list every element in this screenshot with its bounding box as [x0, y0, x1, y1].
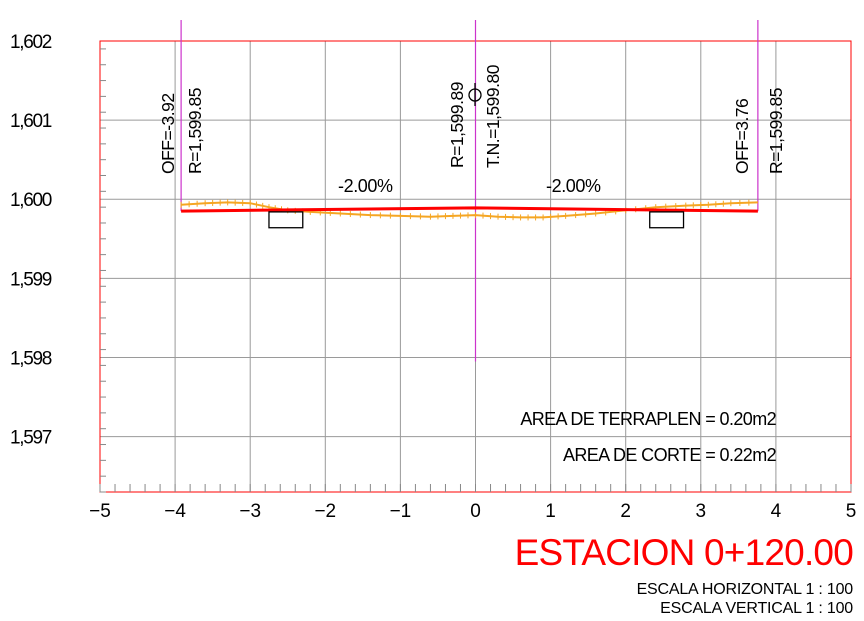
center-rasante-label: R=1,599.89 — [447, 82, 467, 168]
vertical-scale-label: ESCALA VERTICAL 1 : 100 — [660, 600, 853, 617]
y-tick-label-2: 1,599 — [10, 269, 52, 290]
slope-right-label: -2.00% — [546, 176, 601, 196]
ditches — [268, 211, 685, 229]
y-tick-label-3: 1,600 — [10, 190, 52, 211]
centerline-symbol — [468, 83, 482, 106]
x-tick-labels: −5 −4 −3 −2 −1 0 1 2 3 4 5 — [89, 501, 856, 522]
minor-ticks — [99, 48, 852, 493]
y-tick-label-5: 1,602 — [10, 32, 52, 53]
station-title: ESTACION 0+120.00 — [515, 532, 854, 573]
y-tick-label-0: 1,597 — [10, 428, 52, 449]
y-tick-label-1: 1,598 — [10, 348, 52, 369]
x-tick-label-1: −4 — [164, 501, 186, 522]
x-tick-label-3: −2 — [314, 501, 336, 522]
x-tick-label-9: 4 — [771, 501, 782, 522]
ditch-1 — [649, 211, 685, 229]
horizontal-scale-label: ESCALA HORIZONTAL 1 : 100 — [637, 581, 854, 598]
y-tick-labels: 1,597 1,598 1,599 1,600 1,601 1,602 — [10, 32, 53, 449]
offset-lines — [180, 20, 759, 362]
left-offset-label: OFF=-3.92 — [158, 93, 178, 174]
y-tick-label-4: 1,601 — [10, 111, 52, 132]
center-tn-label: T.N.=1,599.80 — [483, 64, 503, 168]
x-tick-label-5: 0 — [470, 501, 481, 522]
x-tick-label-10: 5 — [846, 501, 857, 522]
right-offset-label: OFF=3.76 — [732, 99, 752, 174]
right-rasante-label: R=1,599.85 — [766, 88, 786, 174]
ditch-0 — [268, 211, 304, 229]
slope-left-label: -2.00% — [338, 176, 393, 196]
area-cut-label: AREA DE CORTE = 0.22m2 — [563, 445, 777, 465]
x-tick-label-0: −5 — [89, 501, 111, 522]
x-tick-label-4: −1 — [390, 501, 412, 522]
design-grade-line — [181, 206, 758, 213]
left-rasante-label: R=1,599.85 — [185, 88, 205, 174]
x-tick-label-7: 2 — [620, 501, 631, 522]
series-group — [180, 199, 758, 221]
x-tick-label-6: 1 — [545, 501, 556, 522]
x-tick-label-8: 3 — [696, 501, 707, 522]
x-tick-label-2: −3 — [239, 501, 261, 522]
area-fill-label: AREA DE TERRAPLEN = 0.20m2 — [520, 409, 776, 429]
ground-line — [181, 201, 758, 219]
